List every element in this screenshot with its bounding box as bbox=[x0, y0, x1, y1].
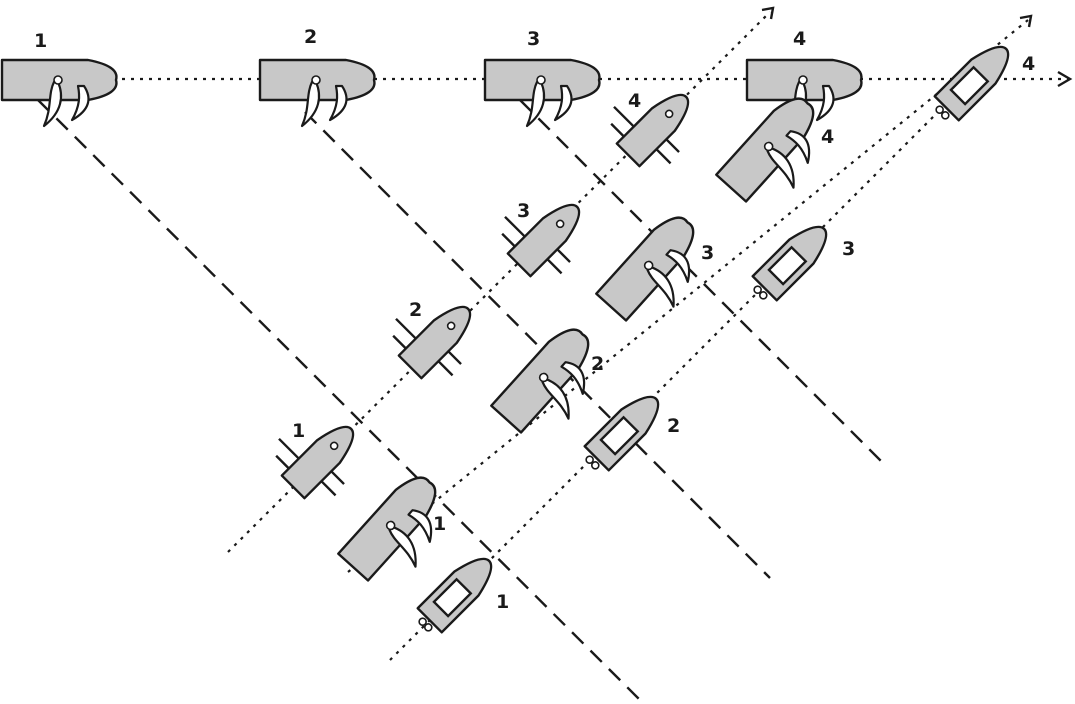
label-sail-1: 1 bbox=[433, 513, 446, 535]
motor-boat-1 bbox=[409, 547, 503, 641]
motor-track bbox=[389, 109, 941, 661]
sailboat-top-1 bbox=[0, 58, 118, 128]
label-top-2: 2 bbox=[304, 26, 317, 48]
dashed-track-3 bbox=[519, 99, 886, 466]
sailboat-top-3 bbox=[483, 58, 601, 128]
label-row-3: 3 bbox=[517, 200, 530, 222]
sail-boat-2 bbox=[490, 319, 619, 452]
rowing-boat-2 bbox=[377, 276, 495, 394]
dashed-track-1 bbox=[37, 99, 641, 701]
sailboat-top-2 bbox=[258, 58, 376, 128]
sail-track-arrow bbox=[1019, 14, 1033, 28]
label-top-motor-4: 4 bbox=[1022, 53, 1035, 75]
label-motor-3: 3 bbox=[842, 238, 855, 260]
label-top-3: 3 bbox=[527, 28, 540, 50]
sail-track bbox=[347, 19, 1029, 573]
label-motor-2: 2 bbox=[667, 415, 680, 437]
label-sail-2: 2 bbox=[591, 353, 604, 375]
rowing-boat-1 bbox=[260, 396, 378, 514]
label-top-4: 4 bbox=[793, 28, 806, 50]
label-row-4: 4 bbox=[628, 90, 641, 112]
rowing-track-arrow bbox=[761, 6, 775, 20]
rowing-boat-4 bbox=[595, 64, 713, 182]
label-row-1: 1 bbox=[292, 420, 305, 442]
label-top-1: 1 bbox=[34, 30, 47, 52]
motorboat-top-4 bbox=[926, 35, 1020, 129]
rowing-boat-3 bbox=[486, 174, 604, 292]
label-motor-1: 1 bbox=[496, 591, 509, 613]
label-sail-4: 4 bbox=[821, 126, 834, 148]
position-labels: 1 2 3 4 4 1 2 3 4 1 2 3 4 1 2 3 bbox=[34, 26, 1035, 613]
sail-boat-3 bbox=[595, 207, 724, 340]
label-row-2: 2 bbox=[409, 299, 422, 321]
horizontal-track-arrow bbox=[1057, 70, 1073, 88]
label-sail-3: 3 bbox=[701, 242, 714, 264]
motor-boat-3 bbox=[744, 215, 838, 309]
dashed-track-2 bbox=[304, 111, 771, 579]
top-row-boats bbox=[0, 35, 1020, 129]
